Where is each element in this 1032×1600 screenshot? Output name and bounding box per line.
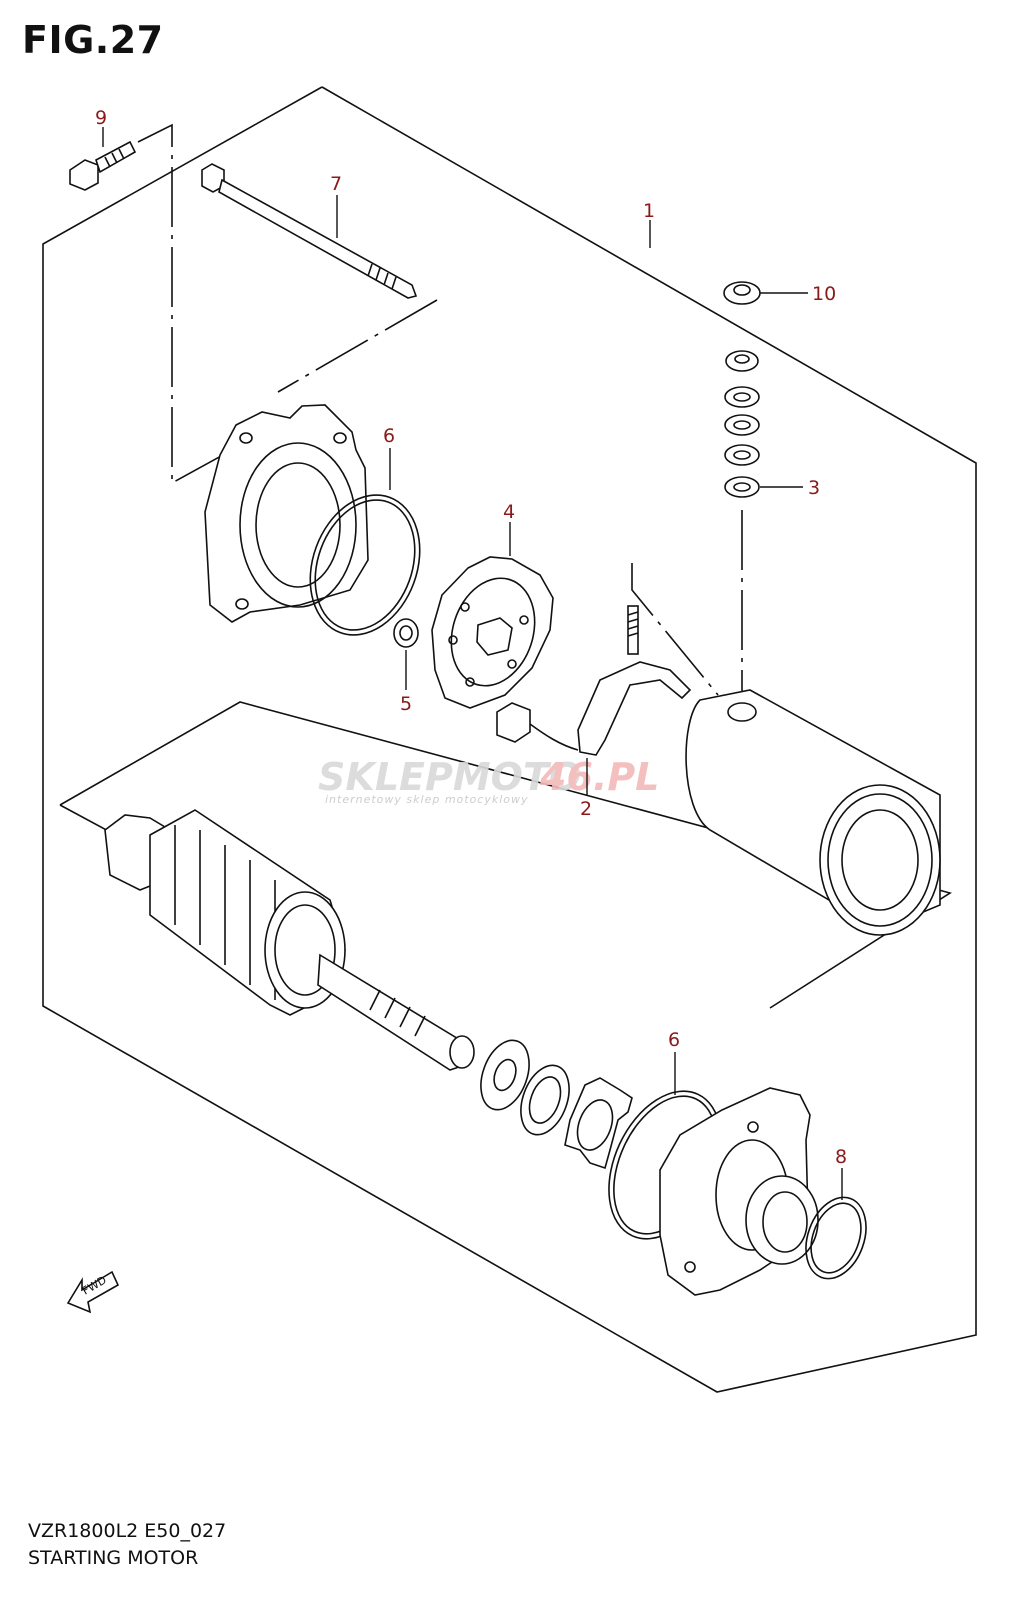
- lock-plate: [564, 1077, 633, 1170]
- callout-10: 10: [812, 283, 836, 305]
- figure-title: FIG.27: [22, 18, 164, 62]
- bolt-bracket-lines: [137, 123, 233, 485]
- armature: [104, 809, 475, 1071]
- o-ring-part-8: [805, 1196, 867, 1280]
- watermark-brand-part1: SKLEPMOTO: [318, 755, 581, 799]
- model-code: VZR1800L2 E50_027: [28, 1520, 227, 1542]
- terminal-bracket-lines: [631, 510, 743, 700]
- callout-7: 7: [330, 173, 342, 195]
- callout-3: 3: [808, 477, 820, 499]
- thrust-washers: [480, 1039, 570, 1136]
- callout-labels: 9 7 1 10 6 3 4 5 2 6 8: [95, 107, 847, 1168]
- nut-part-10: [723, 281, 761, 372]
- callout-6-lower: 6: [668, 1029, 680, 1051]
- figure-name: STARTING MOTOR: [28, 1547, 199, 1569]
- brush-terminal-part-2: [496, 605, 692, 756]
- callout-5: 5: [400, 693, 412, 715]
- bolt-part-9: [69, 140, 137, 191]
- bushing-part-5: [393, 618, 419, 648]
- armature-bracket-lines: [59, 701, 952, 1009]
- brush-holder-part-4: [431, 556, 554, 709]
- washers-part-3: [724, 386, 760, 498]
- motor-yoke-case: [685, 689, 941, 936]
- watermark: SKLEPMOTO 46.PL internetowy sklep motocy…: [318, 755, 659, 806]
- through-bolt-bracket-lines: [277, 299, 438, 393]
- front-cover-housing: [659, 1087, 819, 1296]
- callout-1: 1: [643, 200, 655, 222]
- callout-leaders: [102, 127, 843, 1200]
- callout-4: 4: [503, 501, 515, 523]
- forward-direction-arrow: FWD: [66, 1270, 120, 1314]
- rear-cover-housing: [204, 404, 369, 623]
- assembly-outline: [42, 86, 977, 1393]
- callout-8: 8: [835, 1146, 847, 1168]
- watermark-brand-part2: 46.PL: [539, 755, 659, 799]
- watermark-tagline: internetowy sklep motocyklowy: [325, 793, 529, 806]
- through-bolt-part-7: [201, 163, 418, 299]
- callout-6-upper: 6: [383, 425, 395, 447]
- callout-9: 9: [95, 107, 107, 129]
- o-ring-part-6-upper: [309, 494, 421, 636]
- callout-2: 2: [580, 798, 592, 820]
